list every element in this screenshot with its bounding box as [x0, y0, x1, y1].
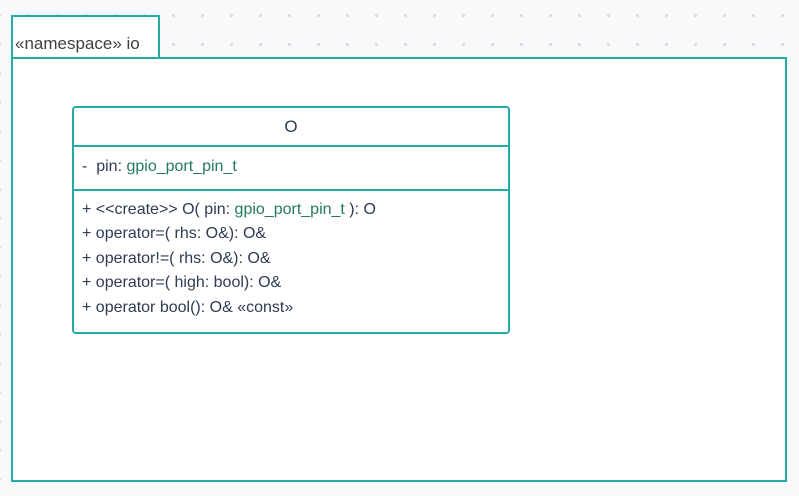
class-method-row: + operator=( high: bool): O& — [82, 271, 500, 296]
type-token: gpio_port_pin_t — [126, 158, 237, 175]
class-box-o[interactable]: O - pin: gpio_port_pin_t + <<create>> O(… — [72, 106, 510, 334]
text-token: + operator=( rhs: O&): O& — [82, 225, 267, 242]
namespace-package-tab[interactable]: «namespace» io — [11, 15, 160, 57]
class-attribute-row: - pin: gpio_port_pin_t — [82, 155, 500, 180]
text-token: + operator bool(): O& «const» — [82, 298, 294, 316]
text-token: ): O — [344, 200, 376, 218]
namespace-package-body[interactable]: O - pin: gpio_port_pin_t + <<create>> O(… — [11, 57, 787, 482]
text-token: - pin: — [82, 158, 127, 175]
class-method-row: + operator!=( rhs: O&): O& — [82, 247, 500, 272]
type-token: gpio_port_pin_t — [234, 200, 345, 218]
class-method-row: + <<create>> O( pin: gpio_port_pin_t ): … — [82, 198, 500, 223]
text-token: + <<create>> O( pin: — [82, 200, 235, 218]
text-token: + operator=( high: bool): O& — [82, 274, 282, 291]
class-title: O — [74, 108, 508, 147]
text-token: + operator!=( rhs: O&): O& — [82, 249, 271, 267]
namespace-package-label: «namespace» io — [15, 34, 140, 53]
class-attributes-section: - pin: gpio_port_pin_t — [74, 147, 508, 191]
class-method-row: + operator bool(): O& «const» — [82, 296, 500, 321]
class-methods-section: + <<create>> O( pin: gpio_port_pin_t ): … — [74, 191, 508, 333]
class-method-row: + operator=( rhs: O&): O& — [82, 222, 500, 247]
